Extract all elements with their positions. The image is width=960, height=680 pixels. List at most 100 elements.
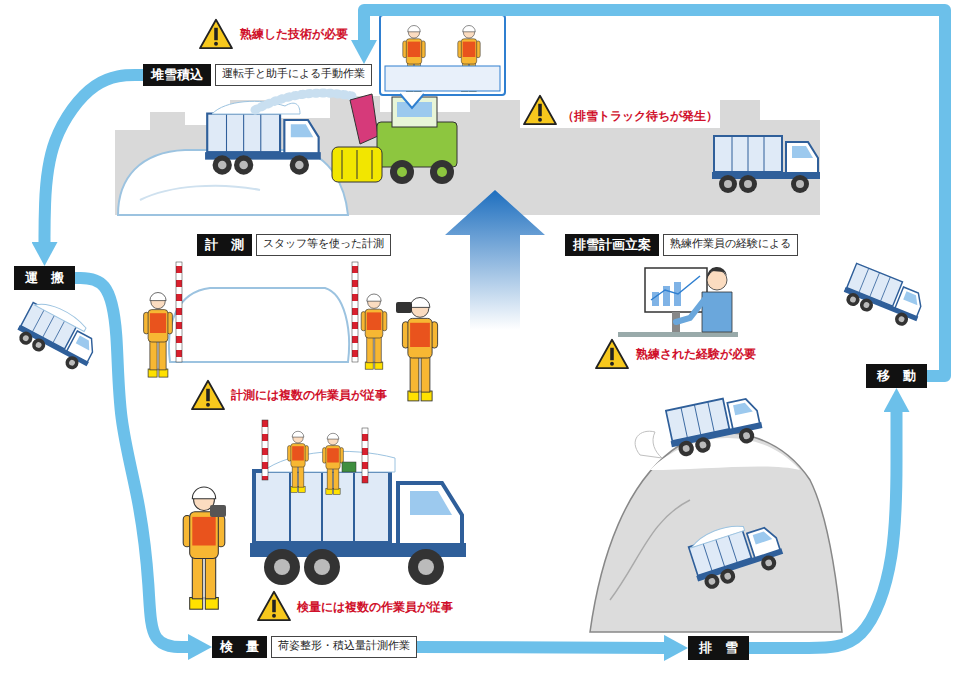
flow-arrow xyxy=(749,412,897,648)
cab-inset xyxy=(380,15,505,108)
warning-text: （排雪トラック待ちが発生） xyxy=(562,108,718,124)
hauling-truck xyxy=(35,297,89,331)
snow-dump xyxy=(685,513,787,593)
step-name: 運 搬 xyxy=(14,266,75,290)
step-label: 堆雪積込運転手と助手による手動作業 xyxy=(143,64,372,86)
flow-arrow xyxy=(364,10,945,376)
rotary-snowplow xyxy=(350,94,378,144)
snow-bank xyxy=(118,150,348,215)
rotary-snowplow xyxy=(357,150,358,179)
warning-text: 計測には複数の作業員が従事 xyxy=(231,387,387,403)
warning-text: 熟練された経験が必要 xyxy=(636,346,756,362)
flow-arrow xyxy=(75,278,188,647)
loading-truck xyxy=(205,114,321,175)
rotary-snowplow xyxy=(342,150,343,179)
weighing-scene xyxy=(362,428,368,483)
snow-dump xyxy=(590,392,842,632)
measure-scene xyxy=(402,298,437,401)
flow-arrow xyxy=(45,75,144,242)
city-skyline xyxy=(115,96,820,215)
step-note: 運転手と助手による手動作業 xyxy=(215,64,372,86)
measure-scene xyxy=(144,293,173,378)
warning-icon xyxy=(596,340,628,368)
step-note: 荷姿整形・積込量計測作業 xyxy=(271,636,417,658)
step-tag: 運 搬 xyxy=(14,266,75,290)
moving-truck xyxy=(840,263,928,331)
weighing-scene xyxy=(288,431,309,492)
city-skyline xyxy=(115,96,820,215)
step-label: 排雪計画立案熟練作業員の経験による xyxy=(565,234,798,256)
warning-icon xyxy=(524,96,556,124)
hauling-truck xyxy=(12,295,104,375)
rotary-snowplow xyxy=(372,150,373,179)
snow-dump xyxy=(610,500,690,600)
planner xyxy=(707,267,727,278)
step-label: 計 測スタッフ等を使った計測 xyxy=(197,234,391,256)
snow-dump xyxy=(635,431,662,458)
snow-dump xyxy=(689,522,745,548)
waiting-truck xyxy=(712,136,820,193)
planner xyxy=(651,276,700,300)
step-name: 堆雪積込 xyxy=(143,64,211,86)
weighing-scene xyxy=(183,420,466,609)
warning-note: 計測には複数の作業員が従事 xyxy=(231,387,387,403)
snow-spray xyxy=(255,93,352,110)
weighing-scene xyxy=(250,471,466,585)
measure-scene xyxy=(144,262,438,401)
warning-icon xyxy=(200,20,232,48)
weighing-scene xyxy=(342,462,356,472)
warning-icon xyxy=(192,381,224,409)
planner xyxy=(663,286,670,306)
planner xyxy=(618,267,738,337)
step-name: 排 雪 xyxy=(688,636,749,660)
rotary-snowplow xyxy=(430,160,454,184)
step-tag: 排 雪 xyxy=(688,636,749,660)
snow-dump xyxy=(664,392,765,459)
snow-bank xyxy=(140,186,260,200)
step-note: 熟練作業員の経験による xyxy=(663,234,798,256)
weighing-scene xyxy=(262,420,268,480)
warning-text: 検量には複数の作業員が従事 xyxy=(297,599,453,615)
moving-truck xyxy=(840,263,928,331)
measure-scene xyxy=(352,262,358,362)
rotary-snowplow xyxy=(437,167,447,177)
warning-icon xyxy=(258,592,290,620)
loading-truck xyxy=(205,101,321,174)
measure-scene xyxy=(169,288,349,362)
cab-inset xyxy=(385,66,500,91)
waiting-truck xyxy=(712,136,820,193)
cab-inset xyxy=(380,15,505,95)
warning-note: 熟練された経験が必要 xyxy=(636,346,756,362)
snow-dump xyxy=(590,433,842,632)
step-label: 検 量荷姿整形・積込量計測作業 xyxy=(212,636,417,658)
measure-scene xyxy=(176,262,182,362)
snow-bank xyxy=(118,150,348,215)
feedback-arrow xyxy=(445,190,545,330)
rotary-snowplow xyxy=(332,94,457,184)
snow-spray xyxy=(255,93,352,110)
step-name: 検 量 xyxy=(212,636,267,658)
feedback-arrow xyxy=(445,190,545,330)
rotary-snowplow xyxy=(332,147,382,182)
step-note: スタッフ等を使った計測 xyxy=(256,234,391,256)
cab-inset xyxy=(400,94,424,108)
weighing-scene xyxy=(323,433,344,494)
warning-note: 熟練した技術が必要 xyxy=(240,26,348,42)
step-name: 移 動 xyxy=(866,364,927,388)
rotary-snowplow xyxy=(397,167,407,177)
flow-arrow xyxy=(417,641,664,654)
rotary-snowplow xyxy=(390,160,414,184)
warning-text: 熟練した技術が必要 xyxy=(240,26,348,42)
planner xyxy=(618,332,738,337)
weighing-scene xyxy=(210,505,226,517)
measure-scene xyxy=(361,294,387,369)
step-name: 計 測 xyxy=(197,234,252,256)
snow-dump xyxy=(664,392,765,459)
snow-dump xyxy=(687,520,787,593)
rotary-snowplow xyxy=(377,122,457,167)
warning-note: 検量には複数の作業員が従事 xyxy=(297,599,453,615)
planner xyxy=(702,292,732,332)
warning-note: （排雪トラック待ちが発生） xyxy=(562,108,718,124)
